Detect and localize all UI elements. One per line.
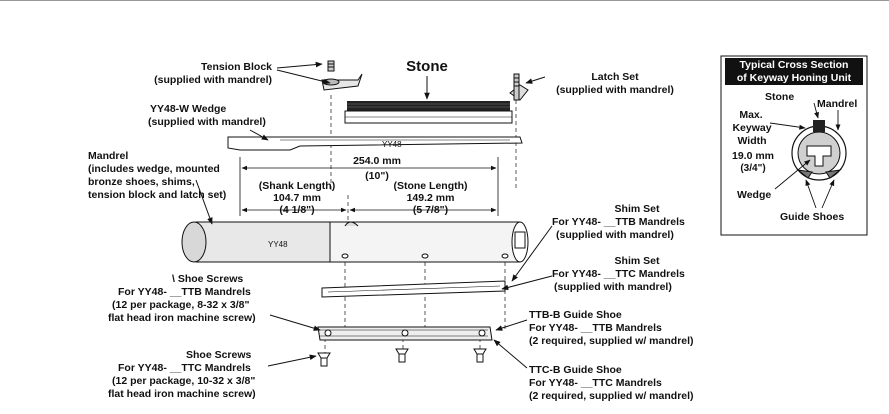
top-border (0, 0, 889, 1)
shim-set-ttc-line2: For YY48- __TTC Mandrels (552, 268, 685, 280)
latch-set-label: Latch Set (591, 71, 639, 83)
mandrel-part-text: YY48 (268, 240, 288, 249)
shoe-screws (317, 348, 487, 367)
shank-length-label: (Shank Length) (258, 180, 336, 192)
dimension-lines (239, 157, 499, 216)
mandrel-part (181, 221, 529, 263)
stone-label: Stone (406, 58, 448, 75)
shoe-screws-ttb-line3: (12 per package, 8-32 x 3/8" (112, 299, 250, 311)
leader-lines (195, 61, 553, 369)
mandrel-sub-3: tension block and latch set) (88, 189, 227, 201)
shim-set-ttb-line2: For YY48- __TTB Mandrels (552, 216, 685, 228)
mandrel-sub-1: (includes wedge, mounted (88, 163, 220, 175)
shim-set-ttb-line3: (supplied with mandrel) (556, 229, 674, 241)
mandrel-sub-2: bronze shoes, shims, (88, 176, 195, 188)
inset-stone-label: Stone (765, 91, 795, 103)
inset-width-in: (3/4") (740, 163, 766, 174)
stone-part (344, 101, 513, 124)
shim-set-ttb-label: Shim Set (614, 203, 660, 215)
shoe-screws-ttb-line2: For YY48- __TTB Mandrels (118, 286, 251, 298)
inset-width-label: Width (737, 135, 767, 147)
shim-set-ttc-label: Shim Set (614, 255, 660, 267)
wedge-part (227, 136, 523, 151)
inset-keyway-label: Keyway (732, 122, 772, 134)
shim-set-ttc-line3: (supplied with mandrel) (554, 281, 672, 293)
stone-length-label: (Stone Length) (393, 180, 468, 192)
ttc-guide-shoe-label: TTC-B Guide Shoe (529, 364, 622, 376)
shoe-screws-ttb-line4: flat head iron machine screw) (108, 312, 256, 324)
inset-mandrel-label: Mandrel (817, 98, 858, 110)
tension-block-sub: (supplied with mandrel) (154, 74, 272, 86)
shoe-screws-ttc-line2: For YY48- __TTC Mandrels (118, 362, 251, 374)
inset-wedge-label: Wedge (737, 189, 772, 201)
inset-max-label: Max. (739, 109, 763, 121)
mandrel-label: Mandrel (88, 150, 129, 162)
ttb-guide-shoe-label: TTB-B Guide Shoe (529, 309, 622, 321)
shoe-screws-ttc-line4: flat head iron machine screw) (108, 388, 256, 400)
ttc-guide-shoe-line3: (2 required, supplied w/ mandrel) (529, 390, 694, 402)
ttc-guide-shoe-line2: For YY48- __TTC Mandrels (529, 377, 662, 389)
tension-block-label: Tension Block (201, 61, 272, 73)
ttb-guide-shoe-line2: For YY48- __TTB Mandrels (529, 322, 662, 334)
wedge-label: YY48-W Wedge (150, 103, 227, 115)
inset-guide-shoes-label: Guide Shoes (780, 211, 845, 223)
overall-length-mm: 254.0 mm (353, 155, 401, 167)
shoe-screws-ttc-label: Shoe Screws (186, 349, 252, 361)
shoe-screws-ttc-line3: (12 per package, 10-32 x 3/8" (112, 375, 256, 387)
shoe-screws-ttb-label: \ Shoe Screws (172, 273, 244, 285)
wedge-part-text: YY48 (382, 140, 402, 149)
inset-title-line2: of Keyway Honing Unit (736, 71, 852, 84)
shim-part (321, 280, 506, 298)
latch-set (509, 73, 529, 101)
overall-length-in: (10") (365, 170, 389, 182)
inset-title: Typical Cross Section of Keyway Honing U… (725, 58, 863, 85)
shank-length-in: (4 1/8") (279, 204, 315, 216)
inset-width-mm: 19.0 mm (731, 150, 775, 162)
guide-shoe-part (317, 326, 493, 341)
latch-set-sub: (supplied with mandrel) (556, 84, 674, 96)
wedge-sub: (supplied with mandrel) (148, 116, 266, 128)
shank-length-mm: 104.7 mm (273, 192, 321, 204)
cross-section-inset (720, 55, 868, 236)
tension-block (321, 60, 363, 91)
stone-length-mm: 149.2 mm (406, 192, 455, 204)
stone-length-in: (5 7/8") (412, 204, 449, 216)
ttb-guide-shoe-line3: (2 required, supplied w/ mandrel) (529, 335, 694, 347)
inset-title-line1: Typical Cross Section (739, 59, 849, 71)
